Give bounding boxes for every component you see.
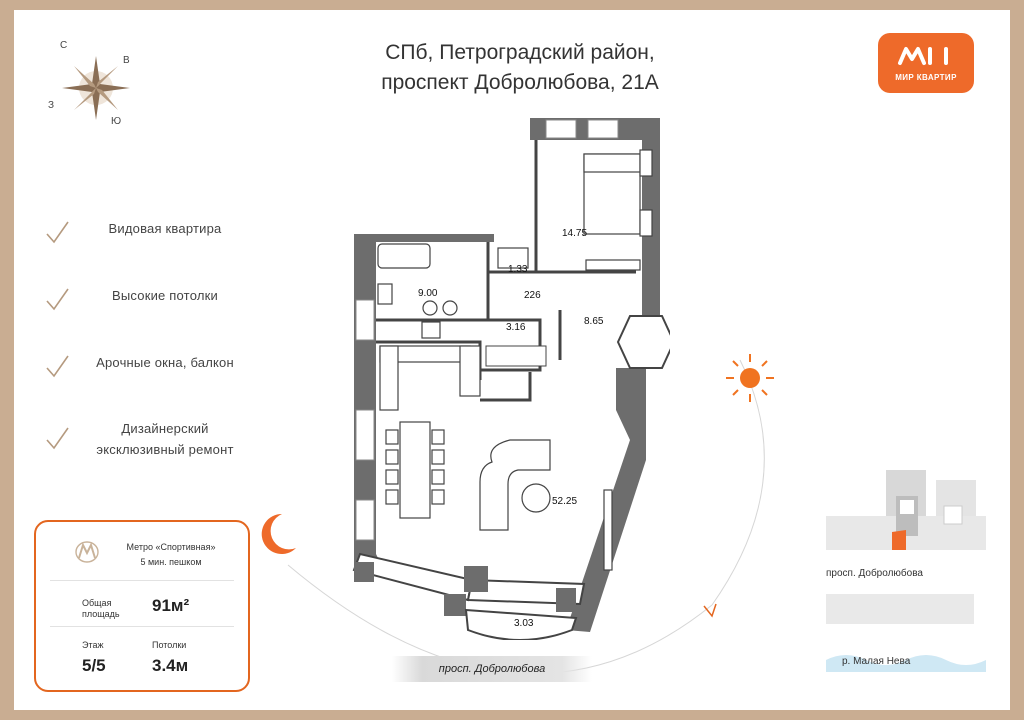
brand-logo: МИР КВАРТИР bbox=[878, 33, 974, 93]
room-balcony-area: 3.03 bbox=[514, 618, 534, 629]
compass-east: В bbox=[123, 55, 130, 66]
compass-rose-icon bbox=[62, 56, 130, 120]
feature-item: Арочные окна, балкон bbox=[40, 352, 250, 392]
location-map bbox=[826, 470, 986, 550]
logo-text: МИР КВАРТИР bbox=[895, 73, 957, 82]
compass-west: З bbox=[48, 100, 55, 111]
metro-info: Метро «Спортивная» 5 мин. пешком bbox=[106, 540, 236, 570]
room-closet-area: 3.16 bbox=[506, 322, 526, 333]
feature-item: Высокие потолки bbox=[40, 285, 250, 325]
river-wave bbox=[826, 655, 986, 672]
river-label: р. Малая Нева bbox=[842, 656, 911, 667]
room-small-bath-area: 1.33 bbox=[508, 264, 528, 275]
metro-icon bbox=[75, 541, 99, 563]
area-label-line2: площадь bbox=[82, 609, 120, 619]
feature-label: Видовая квартира bbox=[108, 221, 222, 236]
floor-plan bbox=[352, 118, 670, 640]
metro-distance: 5 мин. пешком bbox=[140, 557, 202, 567]
info-card: Метро «Спортивная» 5 мин. пешком Общая п… bbox=[34, 520, 250, 692]
check-icon bbox=[46, 221, 69, 244]
ceiling-value: 3.4м bbox=[152, 656, 189, 675]
card-divider bbox=[50, 580, 234, 581]
area-label-line1: Общая bbox=[82, 598, 112, 608]
room-bedroom-area: 14.75 bbox=[562, 228, 588, 239]
moon-icon bbox=[261, 513, 296, 554]
feature-label: Дизайнерский эксклюзивный ремонт bbox=[96, 421, 234, 457]
check-icon bbox=[46, 288, 69, 311]
ceiling-label: Потолки bbox=[152, 640, 187, 650]
compass-south: Ю bbox=[111, 116, 122, 127]
room-living-area: 52.25 bbox=[552, 496, 578, 507]
street-label: просп. Добролюбова bbox=[438, 663, 546, 675]
address-line-2: проспект Добролюбова, 21А bbox=[381, 71, 659, 94]
feature-item: Дизайнерский эксклюзивный ремонт bbox=[40, 418, 250, 468]
room-hall-area: 226 bbox=[524, 290, 541, 301]
room-corridor-area: 8.65 bbox=[584, 316, 604, 327]
street-bar bbox=[392, 656, 592, 682]
area-value: 91м² bbox=[152, 596, 190, 615]
card-divider bbox=[50, 626, 234, 627]
check-icon bbox=[46, 427, 69, 450]
area-label: Общая площадь bbox=[82, 598, 120, 620]
feature-label: Высокие потолки bbox=[112, 288, 218, 303]
mini-map-block bbox=[826, 594, 974, 624]
sun-icon bbox=[726, 354, 774, 402]
feature-label: Арочные окна, балкон bbox=[96, 355, 234, 370]
room-bathroom-area: 9.00 bbox=[418, 288, 438, 299]
address-line-1: СПб, Петроградский район, bbox=[385, 41, 655, 64]
metro-station: Метро «Спортивная» bbox=[126, 542, 216, 552]
floor-value: 5/5 bbox=[82, 656, 106, 675]
address-title: СПб, Петроградский район, проспект Добро… bbox=[300, 38, 740, 98]
mini-street-label: просп. Добролюбова bbox=[826, 568, 923, 579]
compass-north: С bbox=[60, 40, 68, 51]
mk-logo-icon bbox=[898, 47, 948, 65]
floor-label: Этаж bbox=[82, 640, 104, 650]
check-icon bbox=[46, 355, 69, 378]
feature-item: Видовая квартира bbox=[40, 218, 250, 258]
